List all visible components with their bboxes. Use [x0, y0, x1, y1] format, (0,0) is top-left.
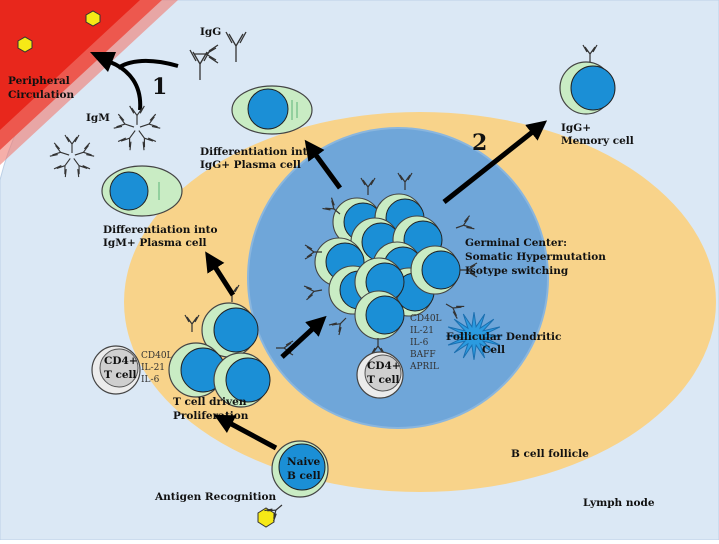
igg-antibody: [189, 49, 211, 80]
memory-cell-label: IgG+: [561, 122, 591, 134]
secretion-arrow: [109, 59, 179, 111]
membrane-antibody: [370, 338, 386, 356]
cytokine-label: BAFF: [410, 350, 436, 360]
flow-arrows: [205, 120, 548, 451]
antigen-recognition-label: Antigen Recognition: [154, 491, 277, 503]
gc-b-cell: [354, 290, 405, 340]
igm-arm: [138, 130, 157, 151]
fdc-label: Cell: [482, 344, 505, 356]
igg-antibody: [194, 44, 219, 64]
membrane-antibody: [460, 262, 478, 278]
membrane-antibody: [445, 303, 465, 319]
vessel-wall: [0, 0, 178, 165]
igg-plasma-cell: [231, 85, 313, 135]
step-2-label: 2: [472, 130, 487, 156]
membrane-antibody: [455, 215, 475, 230]
memory-cell-label: Memory cell: [561, 135, 634, 147]
igm-arm: [139, 113, 161, 129]
germinal-center-label: Germinal Center:: [465, 237, 567, 249]
cytokine-label: CD40L: [410, 314, 442, 324]
arrow-naive-to-proliferation: [214, 414, 278, 451]
b-cell-follicle-label: B cell follicle: [511, 448, 589, 460]
cd4-t-cell-label: CD4+: [104, 355, 138, 367]
step-1-label: 1: [152, 74, 167, 100]
antigen: [17, 36, 33, 53]
germinal-center-label: Somatic Hypermutation: [465, 251, 606, 263]
naive-b-cell: [271, 440, 329, 498]
igm-plasma-cell: [101, 165, 183, 217]
naive-b-cell-label: Naive: [287, 456, 320, 468]
gc-b-cell: [410, 245, 461, 295]
igm-arm: [73, 158, 91, 178]
cytokine-label: IL-21: [410, 326, 434, 336]
membrane-antibody: [322, 197, 341, 215]
membrane-antibody: [360, 177, 376, 195]
arrow-gc-to-memory: [442, 120, 548, 204]
membrane-antibody: [328, 317, 347, 336]
igm-arm: [64, 134, 80, 153]
peripheral-circulation-label: Peripheral: [8, 75, 70, 87]
cytokine-label: IL-6: [141, 375, 160, 385]
arrow-proliferation-to-igm-plasma: [205, 251, 236, 297]
cytokine-label: IL-21: [141, 363, 165, 373]
igg-antibody: [225, 31, 247, 62]
lymph-node-label: Lymph node: [583, 497, 655, 509]
peripheral-circulation-label: Circulation: [8, 89, 75, 101]
follicular-dendritic-cell: [445, 312, 503, 360]
fdc-label: Follicular Dendritic: [446, 331, 561, 343]
cd4-t-cell-label: T cell: [367, 374, 400, 386]
cytokine-label: IL-6: [410, 338, 429, 348]
igm-arm: [129, 105, 145, 125]
igm-arm: [53, 158, 71, 178]
secretion-arrow-head: [90, 52, 116, 72]
igm-plasma-label: IgM+ Plasma cell: [103, 237, 207, 249]
germinal-center-b-cell-cluster: [303, 172, 478, 356]
cd4-t-cell: [356, 351, 404, 399]
naive-b-cell-label: B cell: [287, 470, 321, 482]
germinal-center-label: Isotype switching: [465, 265, 569, 277]
t-cell-driven-label: Proliferation: [173, 410, 249, 422]
antigen-receptor: [264, 504, 283, 522]
igm-plasma-label: Differentiation into: [103, 224, 218, 236]
cd4-t-cell: [91, 345, 141, 395]
igm-arm: [49, 142, 70, 157]
cd4-t-cell-label: T cell: [104, 369, 137, 381]
cd4-t-cell-label: CD4+: [367, 360, 401, 372]
cytokine-label: APRIL: [409, 362, 439, 372]
membrane-antibody: [304, 244, 322, 260]
igg-plasma-label: IgG+ Plasma cell: [200, 159, 301, 171]
antigen: [85, 10, 101, 27]
proliferating-b-cell-cluster: [168, 284, 294, 408]
antigen: [257, 507, 275, 528]
arrow-proliferation-to-gc: [280, 315, 327, 359]
igm-pentamer: [113, 105, 161, 151]
igg-label: IgG: [200, 26, 221, 38]
t-cell-driven-label: T cell driven: [173, 396, 247, 408]
igg-plasma-label: Differentiation into: [200, 146, 315, 158]
membrane-antibody: [397, 172, 413, 190]
igm-label: IgM: [86, 112, 110, 124]
memory-b-cell: [559, 44, 616, 115]
igm-arm: [117, 130, 136, 151]
igm-arm: [113, 113, 135, 129]
igm-arm: [74, 142, 95, 157]
arrow-gc-to-igg-plasma: [304, 139, 343, 190]
igm-pentamer: [49, 134, 95, 178]
cytokine-label: CD40L: [141, 351, 173, 361]
membrane-antibody: [303, 285, 323, 301]
